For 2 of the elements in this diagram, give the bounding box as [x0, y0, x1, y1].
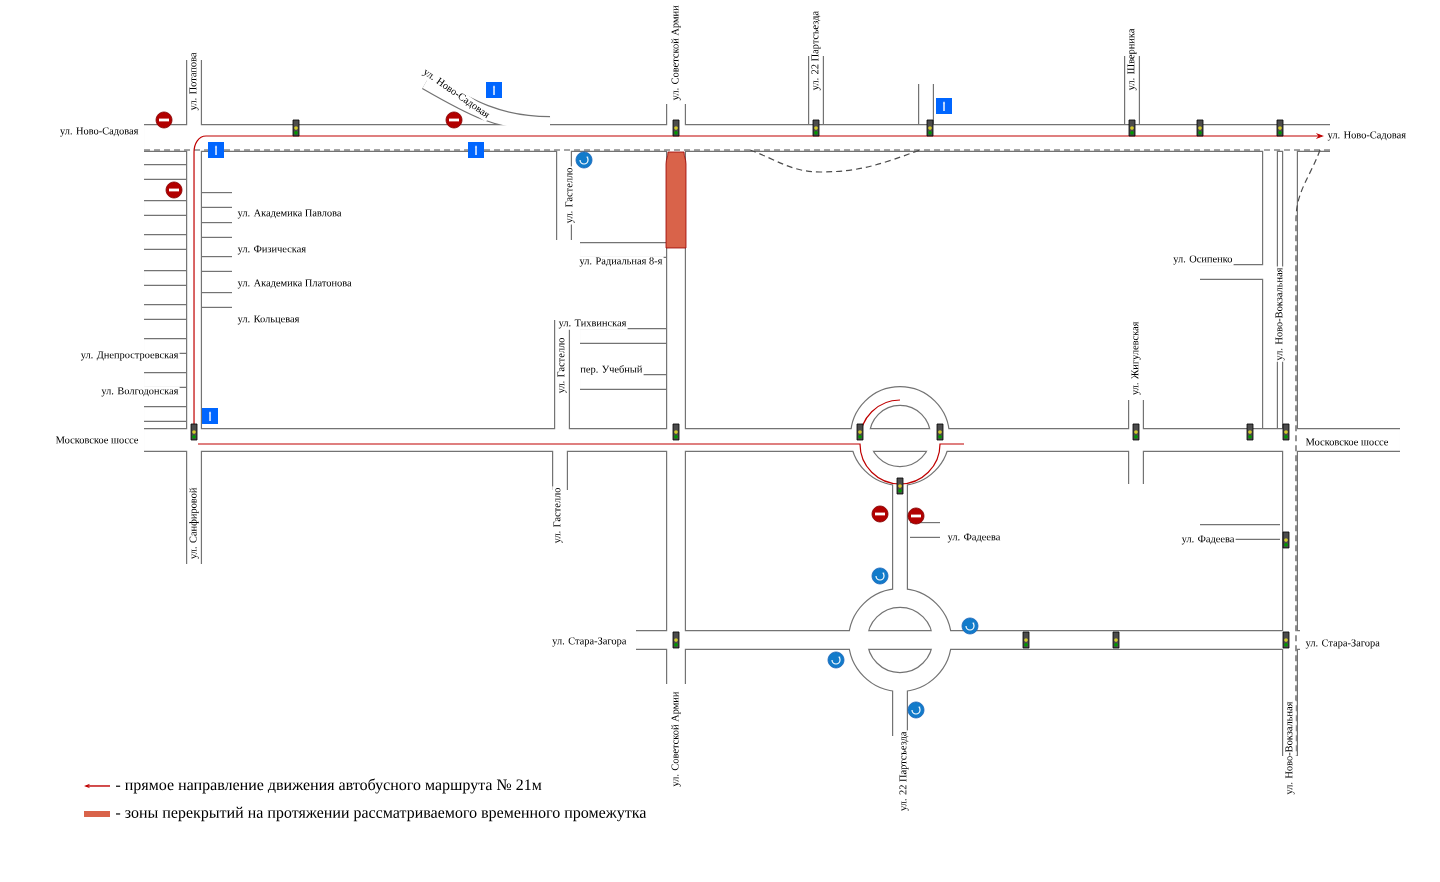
legend-text: - прямое направление движения автобусного маршрута № 21м: [116, 778, 542, 794]
legend-text: - зоны перекрытий на протяжении рассматриваемого временного промежутка: [116, 806, 647, 822]
